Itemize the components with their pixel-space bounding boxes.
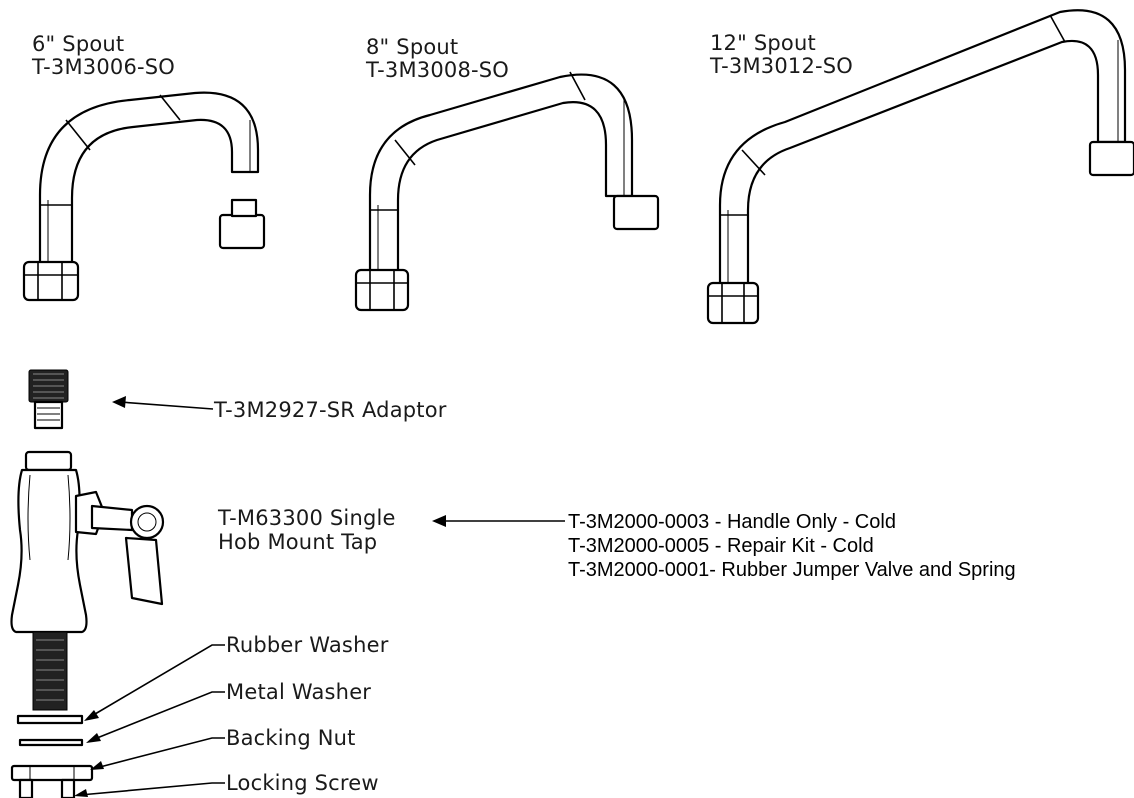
spout-12-size-label: 12" Spout [710, 31, 816, 55]
tap-body-drawing [10, 450, 165, 711]
spout-6-size-label: 6" Spout [32, 32, 125, 56]
kit-part-jumper-valve: T-3M2000-0001- Rubber Jumper Valve and S… [568, 559, 1016, 581]
spout-12-inch-drawing [706, 9, 1134, 325]
spout-8-part-label: T-3M3008-SO [366, 58, 510, 82]
rubber-washer-drawing [16, 714, 84, 725]
spout-6-part-label: T-3M3006-SO [32, 55, 176, 79]
spout-6-inch-drawing [22, 91, 266, 302]
backing-nut-drawing [10, 764, 94, 782]
adaptor-drawing [28, 369, 69, 430]
spout-12-part-label: T-3M3012-SO [710, 54, 854, 78]
leader-lines [74, 396, 565, 797]
adaptor-label: T-3M2927-SR Adaptor [214, 398, 447, 422]
spout-8-size-label: 8" Spout [366, 35, 459, 59]
metal-washer-label: Metal Washer [226, 680, 372, 704]
tap-label-line1: T-M63300 Single [218, 506, 396, 530]
locking-screw-label: Locking Screw [226, 771, 379, 795]
spout-8-inch-drawing [354, 71, 660, 312]
backing-nut-label: Backing Nut [226, 726, 356, 750]
locking-screw-drawing [18, 778, 76, 798]
metal-washer-drawing [18, 738, 84, 747]
rubber-washer-label: Rubber Washer [226, 633, 389, 657]
kit-part-repair-kit: T-3M2000-0005 - Repair Kit - Cold [568, 535, 874, 557]
kit-part-handle: T-3M2000-0003 - Handle Only - Cold [568, 511, 896, 533]
tap-label-line2: Hob Mount Tap [218, 530, 378, 554]
